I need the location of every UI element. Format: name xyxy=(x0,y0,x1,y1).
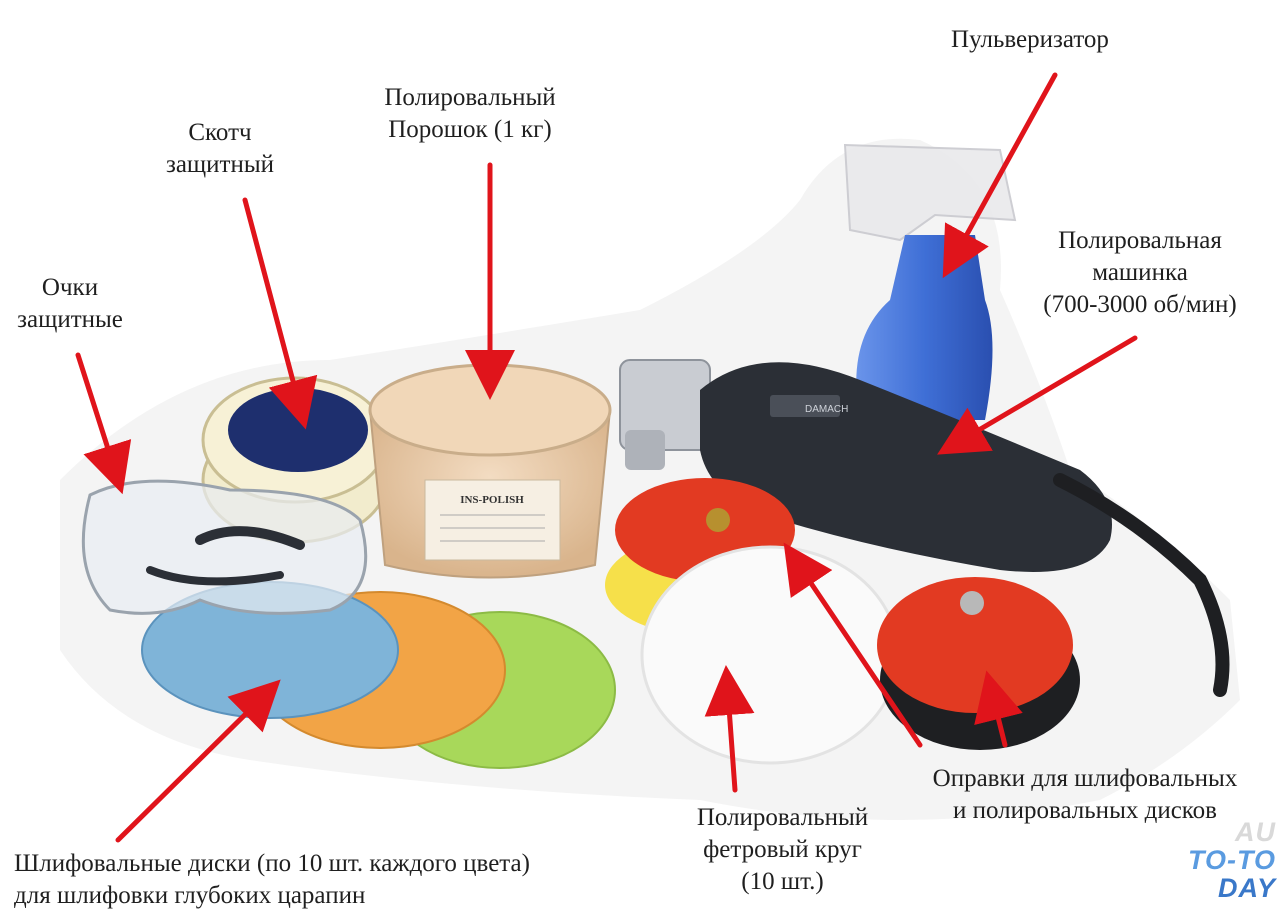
label-backing-pads: Оправки для шлифовальных и полировальных… xyxy=(932,765,1238,824)
arrow-icon xyxy=(115,679,281,843)
sanding-disc-icon xyxy=(141,581,616,769)
label-goggles: Очки защитные xyxy=(17,274,123,333)
label-sanding-discs: Шлифовальные диски (по 10 шт. каждого цв… xyxy=(14,850,530,909)
arrow-icon xyxy=(783,542,923,748)
arrow-icon xyxy=(704,665,755,793)
polishing-machine-icon xyxy=(619,359,1230,697)
arrow-icon xyxy=(974,670,1023,748)
watermark: AU TO-TO DAY xyxy=(1187,817,1276,903)
arrow-icon xyxy=(242,197,318,430)
goggles-icon xyxy=(81,479,368,615)
jar-brand-text: INS-POLISH xyxy=(460,494,524,506)
machine-brand-text: DAMACH xyxy=(805,404,848,415)
label-machine: Полировальная машинка (700-3000 об/мин) xyxy=(1043,227,1237,318)
arrow-icon xyxy=(937,335,1138,455)
label-felt-wheel: Полировальный фетровый круг (10 шт.) xyxy=(696,804,869,895)
sprayer-icon xyxy=(843,143,1017,420)
arrow-icon xyxy=(75,352,132,495)
label-powder: Полировальный Порошок (1 кг) xyxy=(384,84,556,143)
label-tape: Скотч защитный xyxy=(165,119,275,178)
arrows xyxy=(75,72,1138,843)
powder-jar-icon: INS-POLISH xyxy=(368,363,612,579)
arrow-icon xyxy=(942,72,1058,279)
label-sprayer: Пульверизатор xyxy=(951,26,1109,53)
